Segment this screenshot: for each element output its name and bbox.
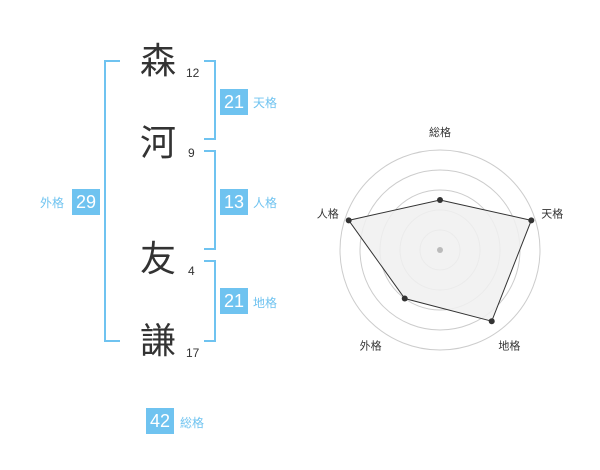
chikaku-bracket-bottom <box>204 340 216 342</box>
gaikaku-badge: 29 <box>72 189 100 215</box>
radar-series-polygon <box>347 199 532 322</box>
tenkaku-bracket-vertical <box>214 60 216 140</box>
radar-point-3 <box>401 295 408 302</box>
name-char-1: 森 <box>140 41 177 82</box>
gaikaku-label: 外格 <box>40 196 65 210</box>
radar-axis-label-1: 天格 <box>541 207 563 221</box>
radar-center-dot <box>437 247 443 253</box>
name-char-2: 河 <box>140 123 177 164</box>
name-char-3: 友 <box>140 239 177 280</box>
radar-point-4 <box>345 217 352 224</box>
radar-point-0 <box>437 197 443 203</box>
chikaku-bracket-top <box>204 260 216 262</box>
chikaku-label: 地格 <box>253 296 278 310</box>
jinkaku-bracket-top <box>204 150 216 152</box>
stroke-count-2: 9 <box>188 146 195 160</box>
gaikaku-bracket-top <box>104 60 120 62</box>
jinkaku-bracket-bottom <box>204 248 216 250</box>
jinkaku-label: 人格 <box>253 196 278 210</box>
jinkaku-badge: 13 <box>220 189 248 215</box>
radar-grid-ring <box>339 149 541 351</box>
gaikaku-bracket-vertical <box>104 60 106 342</box>
gaikaku-bracket-bottom <box>104 340 120 342</box>
tenkaku-bracket-top <box>204 60 216 62</box>
radar-axis-label-4: 人格 <box>317 207 339 221</box>
soukaku-label: 総格 <box>180 416 205 430</box>
stroke-count-3: 4 <box>188 264 195 278</box>
radar-axis-label-3: 外格 <box>360 338 382 352</box>
tenkaku-badge: 21 <box>220 89 248 115</box>
chikaku-bracket-vertical <box>214 260 216 342</box>
radar-point-1 <box>528 217 535 224</box>
soukaku-badge: 42 <box>146 408 174 434</box>
name-char-4: 謙 <box>140 321 177 362</box>
tenkaku-bracket-bottom <box>204 138 216 140</box>
stroke-count-1: 12 <box>186 66 200 80</box>
radar-axis-label-0: 総格 <box>429 125 451 139</box>
chikaku-badge: 21 <box>220 288 248 314</box>
tenkaku-label: 天格 <box>253 96 278 110</box>
stroke-count-4: 17 <box>186 346 200 360</box>
radar-axis-label-2: 地格 <box>498 338 520 352</box>
radar-point-2 <box>488 318 495 325</box>
jinkaku-bracket-vertical <box>214 150 216 250</box>
